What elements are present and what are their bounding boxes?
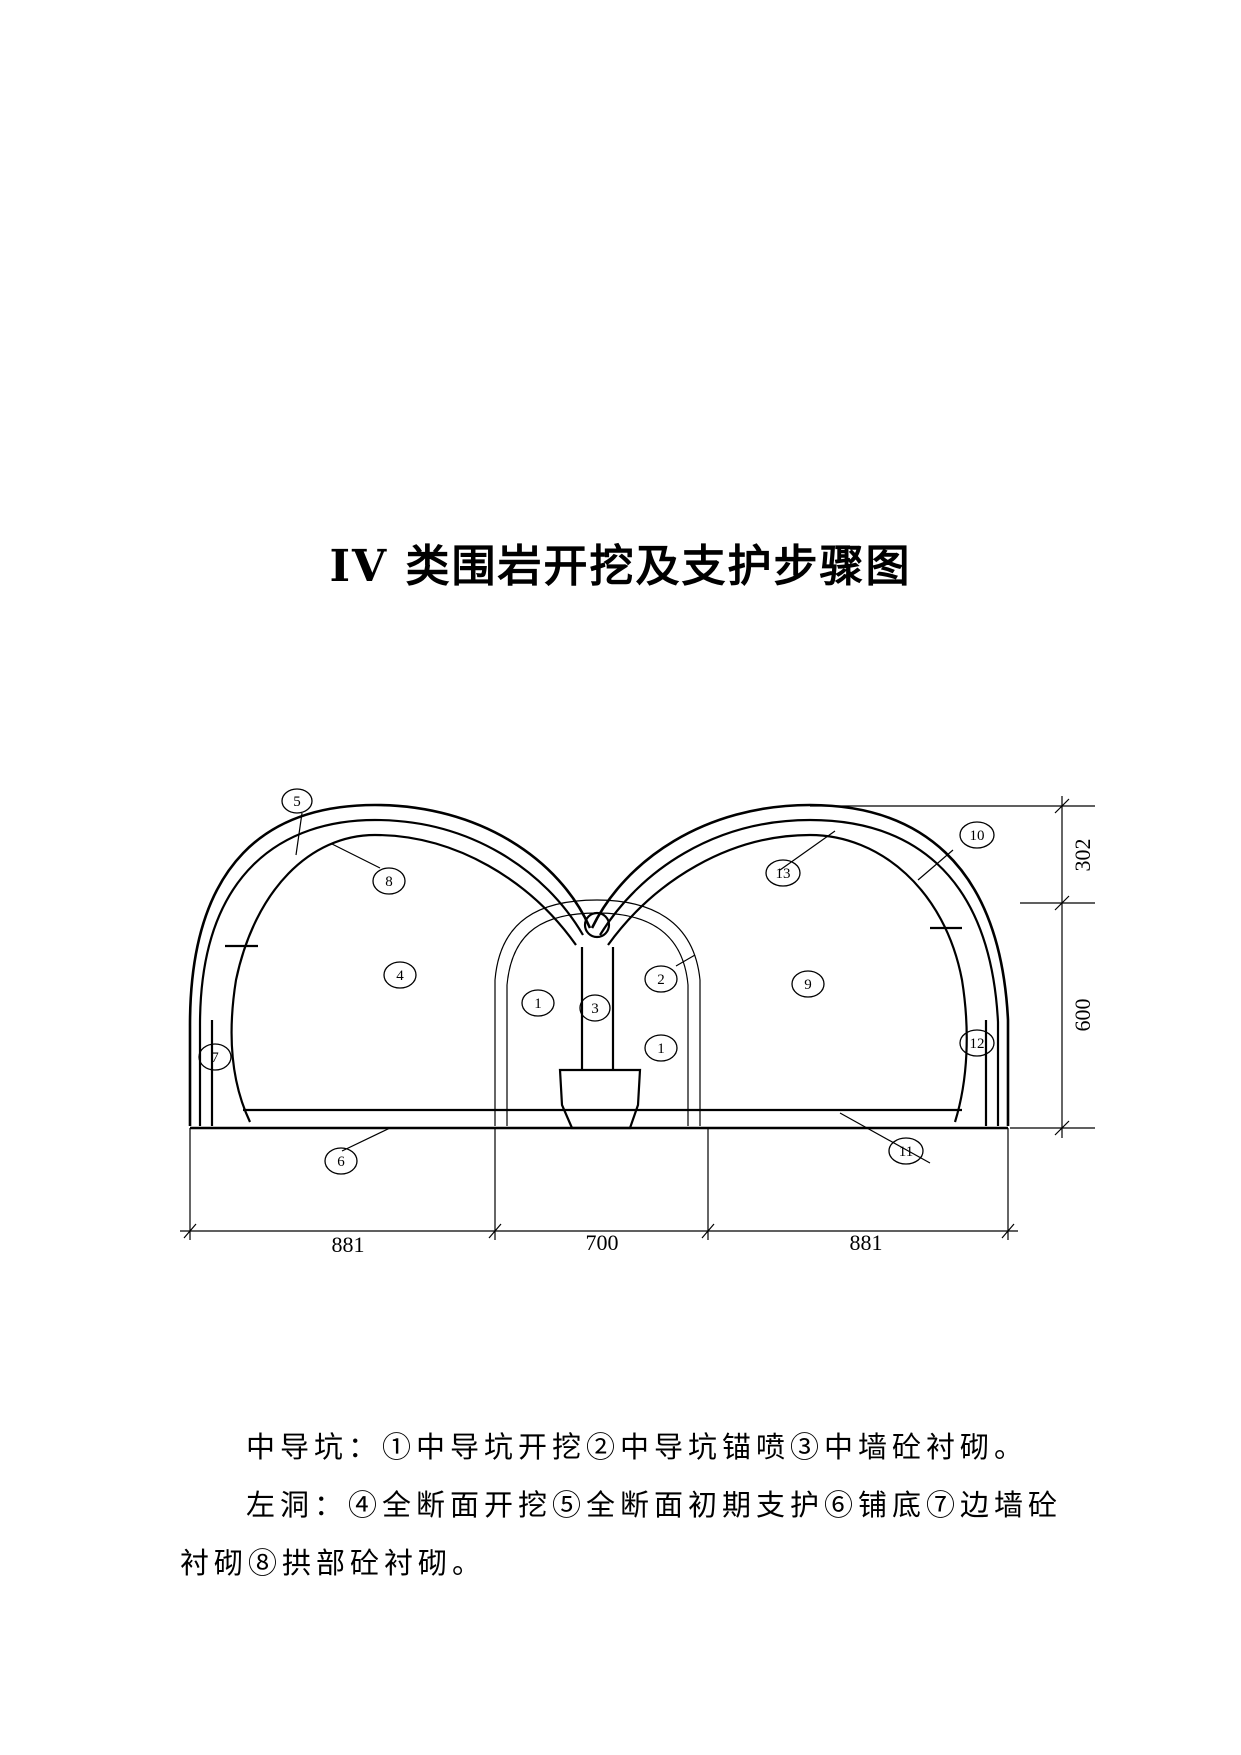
dim-right-width: 881 — [850, 1230, 883, 1255]
caption-block: 中导坑：①中导坑开挖②中导坑锚喷③中墙砼衬砌。 左洞：④全断面开挖⑤全断面初期支… — [180, 1418, 1090, 1592]
middle-pilot-arch — [494, 899, 701, 1126]
label-5: 5 — [293, 794, 301, 810]
label-10: 10 — [970, 828, 985, 844]
caption-left-tunnel-2: 衬砌⑧拱部砼衬砌。 — [180, 1546, 487, 1580]
right-excavation-line — [607, 833, 968, 1123]
label-13: 13 — [776, 866, 791, 882]
label-11: 11 — [899, 1144, 913, 1160]
label-1b: 1 — [657, 1041, 665, 1057]
label-3: 3 — [591, 1001, 599, 1017]
label-8: 8 — [385, 874, 393, 890]
left-outer-lining — [188, 803, 592, 1126]
label-6: 6 — [337, 1154, 345, 1170]
dim-left-width: 881 — [332, 1232, 365, 1257]
left-excavation-line — [230, 833, 577, 1123]
right-outer-lining — [590, 803, 1010, 1126]
label-12: 12 — [970, 1036, 985, 1052]
label-4: 4 — [396, 968, 404, 984]
label-7: 7 — [211, 1050, 219, 1066]
caption-middle-pilot: 中导坑：①中导坑开挖②中导坑锚喷③中墙砼衬砌。 — [246, 1430, 1029, 1464]
right-inner-lining — [599, 818, 1000, 1126]
label-2: 2 — [657, 972, 665, 988]
label-9: 9 — [804, 977, 812, 993]
left-inner-lining — [198, 818, 584, 1126]
label-1a: 1 — [534, 996, 542, 1012]
middle-wall-base — [558, 1068, 642, 1130]
dim-middle-width: 700 — [586, 1230, 619, 1255]
dim-wall-height: 600 — [1070, 999, 1095, 1032]
dim-arch-height: 302 — [1070, 839, 1095, 872]
caption-left-tunnel-1: 左洞：④全断面开挖⑤全断面初期支护⑥铺底⑦边墙砼 — [246, 1488, 1063, 1522]
page-title: IV 类围岩开挖及支护步骤图 — [329, 541, 912, 592]
